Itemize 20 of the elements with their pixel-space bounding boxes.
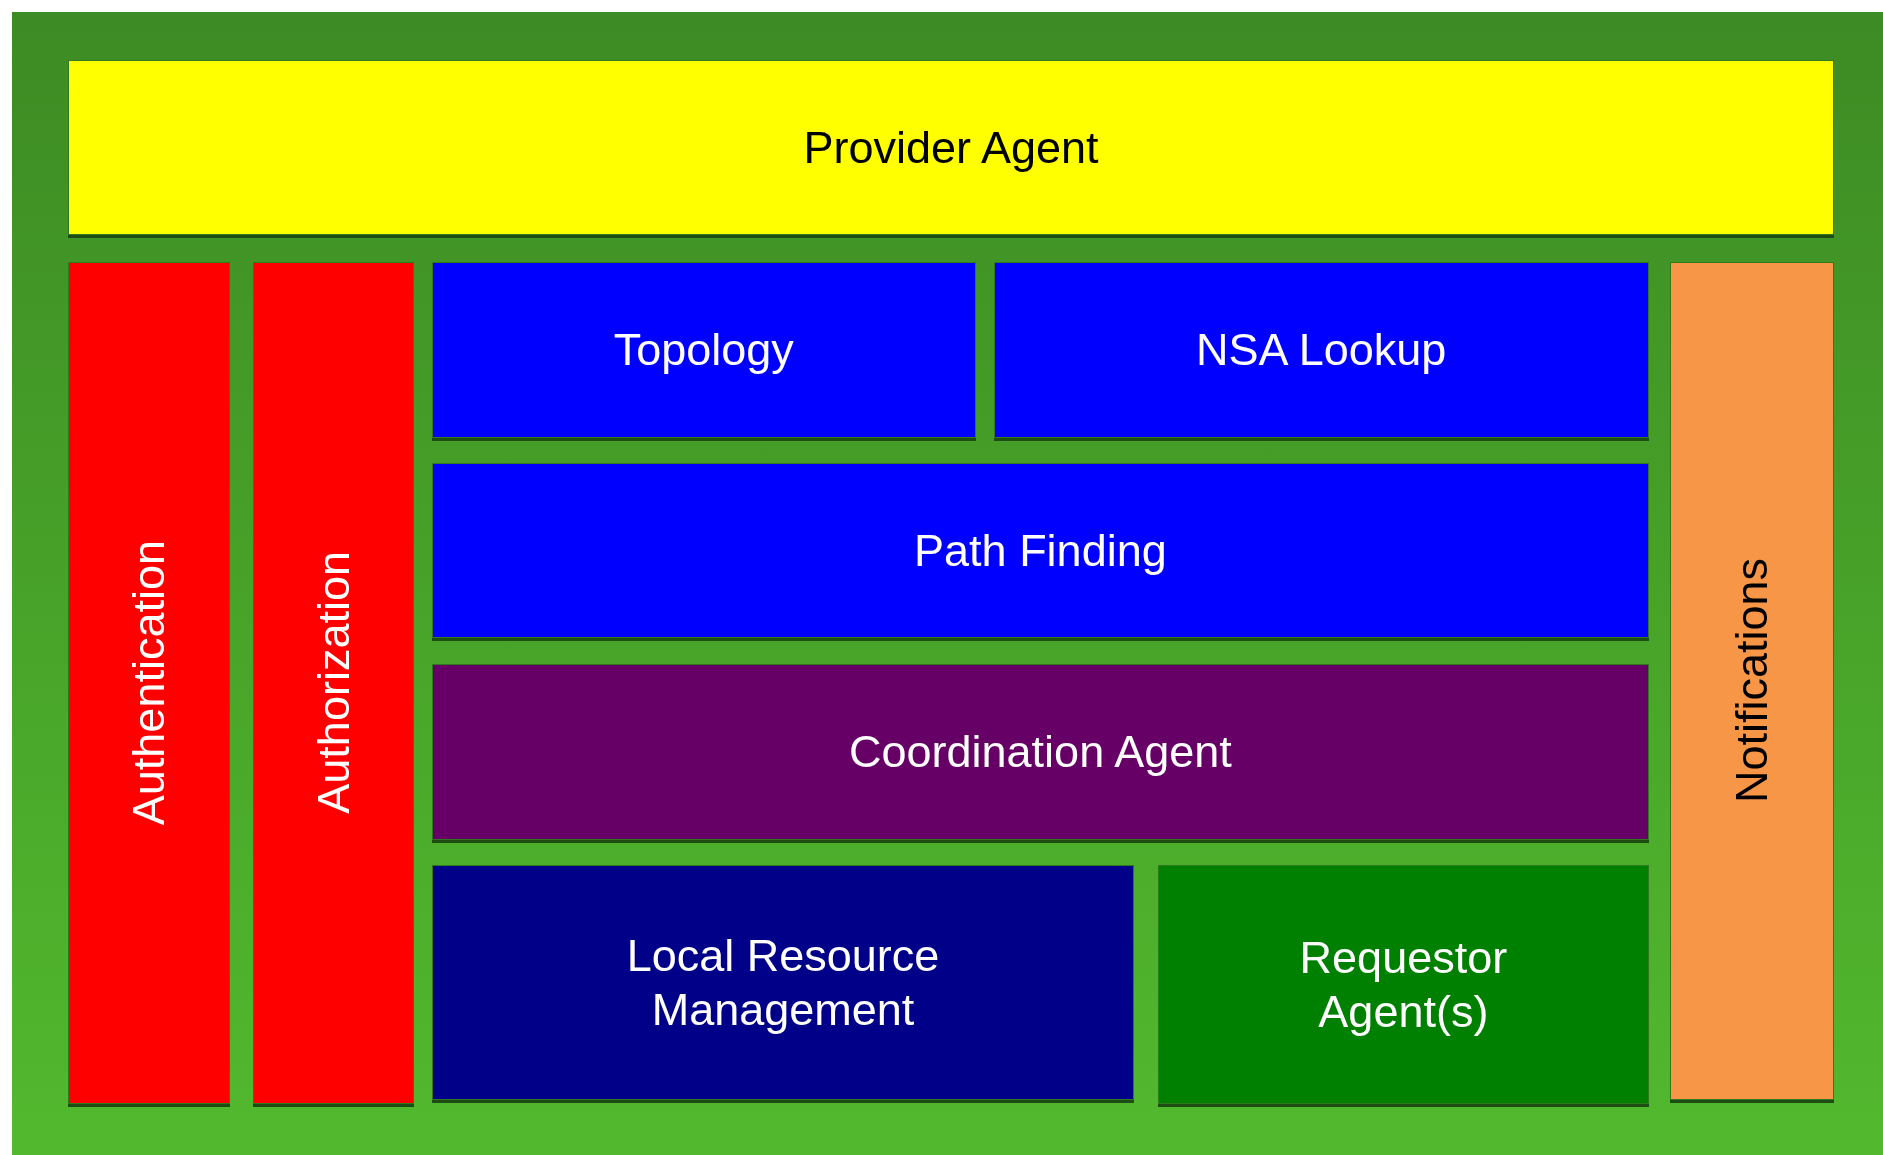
component-box <box>1670 261 1834 1101</box>
component-box <box>993 261 1649 438</box>
component-label: Local Resource Management <box>625 928 941 1037</box>
component-label: Authentication <box>122 540 176 826</box>
component-label: Notifications <box>1725 558 1778 804</box>
component-box <box>432 865 1134 1101</box>
component-label: Coordination Agent <box>849 724 1232 779</box>
component-label: Topology <box>613 322 794 377</box>
component-box <box>253 261 414 1104</box>
component-label: Authorization <box>306 551 360 815</box>
component-label: NSA Lookup <box>1196 322 1447 377</box>
component-label: Requestor Agent(s) <box>1298 930 1509 1039</box>
component-box <box>68 60 1834 236</box>
component-box <box>432 463 1649 639</box>
component-box <box>432 261 976 438</box>
component-box <box>1158 865 1649 1104</box>
component-box <box>432 663 1649 840</box>
component-label: Path Finding <box>914 523 1167 578</box>
component-label: Provider Agent <box>803 120 1099 175</box>
component-box <box>68 261 231 1104</box>
